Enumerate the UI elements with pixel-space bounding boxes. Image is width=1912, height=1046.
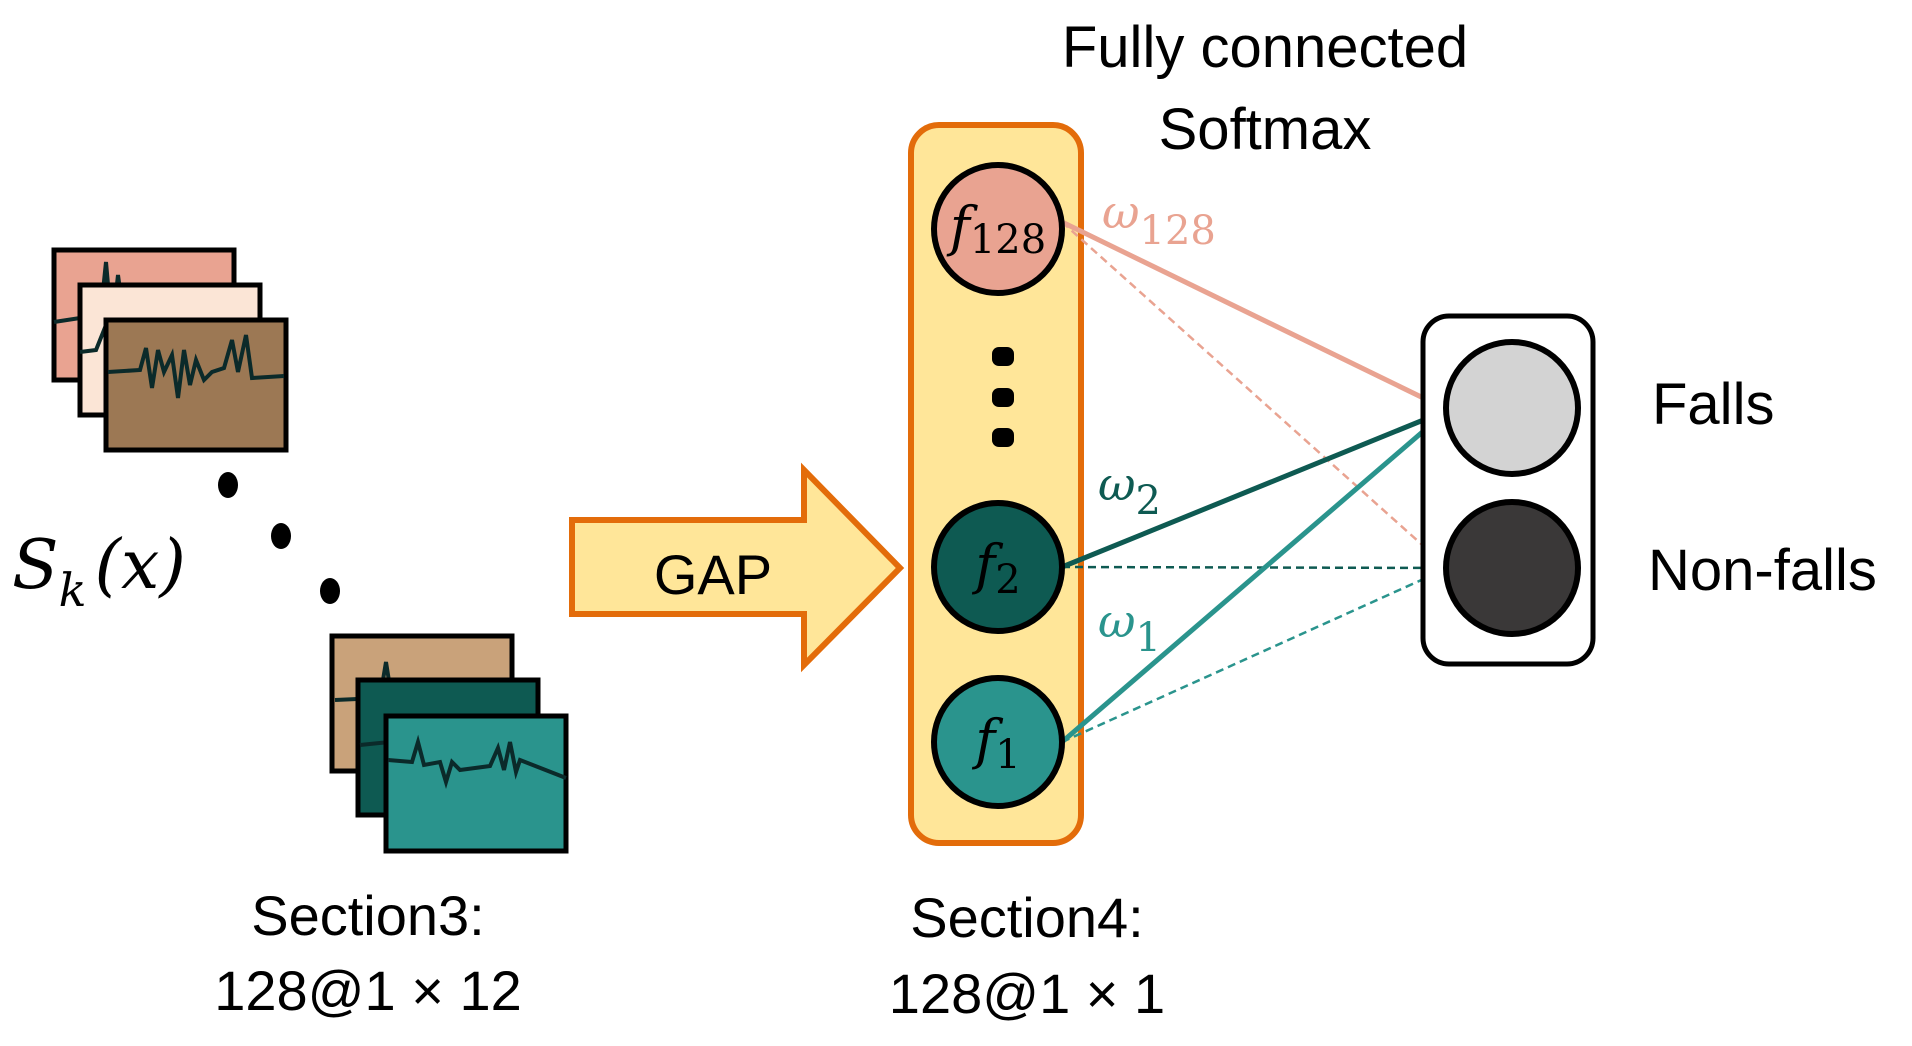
section3-title: Section3:: [251, 884, 485, 947]
layer-title-line1: Fully connected: [1062, 15, 1468, 80]
section4-shape: 128@1 × 1: [889, 962, 1165, 1025]
weight-label-w2: ω2: [1098, 457, 1161, 524]
neuron-f2-sub: 2: [995, 557, 1020, 603]
input-symbol-arg: (x): [94, 526, 185, 605]
layer-title: Fully connected Softmax: [1062, 15, 1468, 162]
section4-caption: Section4: 128@1 × 1: [889, 886, 1165, 1025]
section3-caption: Section3: 128@1 × 12: [214, 884, 522, 1022]
connection-f2-falls: [1061, 407, 1449, 570]
connection-f1-falls: [1060, 408, 1450, 744]
connections: [1060, 219, 1450, 744]
stack-ellipsis: [218, 472, 340, 604]
neuron-f128: f128: [931, 162, 1065, 296]
output-label-nonfalls: Non-falls: [1648, 538, 1877, 603]
weight-label-w1: ω1: [1098, 594, 1161, 661]
input-symbol-sub: k: [59, 563, 87, 617]
signal-trace: [107, 334, 285, 399]
neuron-ellipsis: [992, 347, 1014, 447]
output-label-falls: Falls: [1652, 372, 1774, 437]
neuron-f1-sub: 1: [995, 732, 1020, 778]
connection-f128-falls: [1060, 219, 1450, 413]
connection-f1-nonfalls: [1061, 566, 1449, 744]
input-symbol: Sk(x): [12, 526, 186, 617]
neuron-f128-sub: 128: [970, 217, 1046, 263]
connection-f128-nonfalls: [1061, 221, 1449, 569]
feature-map-stack-bottom: [329, 633, 569, 854]
gap-output-panel: [908, 122, 1084, 846]
input-symbol-base: S: [12, 526, 59, 605]
svg-text:f1: f1: [971, 708, 1020, 778]
svg-text:Sk(x): Sk(x): [12, 526, 186, 617]
signal-trace: [387, 734, 567, 789]
gap-label: GAP: [654, 543, 772, 606]
feature-map: [103, 317, 289, 453]
neuron-f1: f1: [931, 675, 1065, 809]
section3-shape: 128@1 × 12: [214, 959, 522, 1022]
output-node-nonfalls: [1443, 499, 1581, 637]
connection-f2-nonfalls: [1061, 565, 1449, 570]
weight-label-w128: ω128: [1102, 185, 1216, 254]
section4-title: Section4:: [910, 886, 1144, 949]
output-node-falls: [1443, 339, 1581, 477]
gap-arrow: GAP: [569, 462, 905, 673]
neuron-f2: f2: [931, 500, 1065, 634]
layer-title-line2: Softmax: [1159, 97, 1372, 162]
feature-map-stack-top: [51, 247, 289, 453]
feature-map: [383, 713, 569, 854]
